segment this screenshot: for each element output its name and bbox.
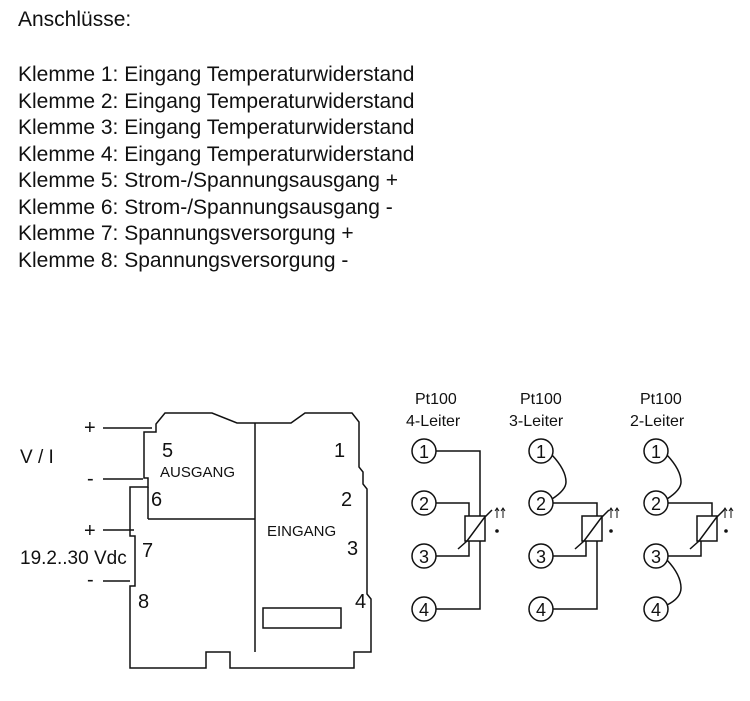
terminal-number-3: 3 <box>347 538 358 560</box>
output-section-label: AUSGANG <box>160 464 235 481</box>
sensor-wire <box>553 502 598 516</box>
rtd-resistor-symbol <box>464 515 486 542</box>
terminal-circle-label: 4 <box>651 600 661 620</box>
input-section-label: EINGANG <box>267 523 336 540</box>
terminal-number-6: 6 <box>151 489 162 511</box>
supply-minus-sign: - <box>87 569 94 591</box>
sensor-type-label: Pt100 <box>520 391 562 408</box>
rtd-resistor-symbol <box>581 515 603 542</box>
terminal-circle-4 <box>643 596 669 622</box>
terminal-description: Klemme 4: Eingang Temperaturwiderstand <box>18 142 415 166</box>
sensor-type-label: Pt100 <box>415 391 457 408</box>
sensor-4-wire: Pt100 4-Leiter 1 2 3 4 <box>406 391 506 622</box>
sensor-2-wire: Pt100 2-Leiter 1 2 3 4 <box>630 391 734 622</box>
sensor-wiring-label: 3-Leiter <box>509 413 564 430</box>
rtd-resistor-symbol <box>696 515 718 542</box>
rtd-diagonal <box>457 509 493 550</box>
supply-plus-sign: + <box>84 520 96 542</box>
terminal-description: Klemme 1: Eingang Temperaturwiderstand <box>18 63 415 86</box>
terminal-circle-label: 3 <box>419 547 429 567</box>
output-signal-label: V / I <box>20 447 54 468</box>
rtd-diagonal <box>574 509 610 550</box>
sensor-3-wire: Pt100 3-Leiter 1 2 3 4 <box>509 391 620 622</box>
device-housing <box>129 412 372 669</box>
sensor-wire <box>436 541 481 610</box>
sensor-wire <box>551 454 567 500</box>
terminal-circle-label: 4 <box>419 600 429 620</box>
housing-outline <box>129 412 372 669</box>
temperature-arrows-icon <box>608 507 620 518</box>
sensor-wire <box>668 502 713 516</box>
terminal-circle-label: 2 <box>651 494 661 514</box>
terminal-circle-label: 3 <box>536 547 546 567</box>
sensor-wire <box>553 541 587 557</box>
sensor-type-label: Pt100 <box>640 391 682 408</box>
terminal-number-8: 8 <box>138 591 149 613</box>
polarity-dot <box>724 529 728 533</box>
terminal-circle-label: 4 <box>536 600 546 620</box>
page-heading: Anschlüsse: <box>18 8 132 31</box>
housing-label-window <box>262 607 342 629</box>
terminal-circle-label: 1 <box>419 442 429 462</box>
terminal-description: Klemme 2: Eingang Temperaturwiderstand <box>18 89 415 113</box>
output-minus-sign: - <box>87 468 94 490</box>
sensor-wire <box>553 541 598 610</box>
polarity-dot <box>495 529 499 533</box>
sensor-wire <box>436 450 481 516</box>
supply-voltage-label: 19.2..30 Vdc <box>20 548 127 569</box>
polarity-dot <box>609 529 613 533</box>
temperature-arrows-icon <box>722 507 734 518</box>
terminal-description: Klemme 3: Eingang Temperaturwiderstand <box>18 116 415 139</box>
sensor-wire <box>668 541 702 557</box>
terminal-number-2: 2 <box>341 489 352 511</box>
external-wires <box>103 427 152 582</box>
sensor-wire <box>436 541 470 557</box>
terminal-circle-label: 3 <box>651 547 661 567</box>
terminal-list: Klemme 1: Eingang Temperaturwiderstand K… <box>18 62 415 274</box>
terminal-number-4: 4 <box>355 591 366 613</box>
terminal-description: Klemme 5: Strom-/Spannungsausgang + <box>18 169 398 192</box>
rtd-diagonal <box>689 509 725 550</box>
terminal-description: Klemme 6: Strom-/Spannungsausgang - <box>18 195 393 219</box>
terminal-description: Klemme 8: Spannungsversorgung - <box>18 248 349 272</box>
sensor-wiring-label: 2-Leiter <box>630 413 685 430</box>
terminal-circle-label: 1 <box>536 442 546 462</box>
sensor-wiring-label: 4-Leiter <box>406 413 461 430</box>
output-plus-sign: + <box>84 417 96 439</box>
terminal-circle-1 <box>643 438 669 464</box>
terminal-description: Klemme 7: Spannungsversorgung + <box>18 222 354 245</box>
terminal-number-5: 5 <box>162 440 173 462</box>
terminal-circle-label: 2 <box>536 494 546 514</box>
terminal-circle-label: 1 <box>651 442 661 462</box>
terminal-circle-1 <box>528 438 554 464</box>
terminal-number-7: 7 <box>142 540 153 562</box>
terminal-number-1: 1 <box>334 440 345 462</box>
sensor-wire <box>666 559 682 606</box>
temperature-arrows-icon <box>494 507 506 518</box>
sensor-wire <box>666 454 682 500</box>
terminal-circle-label: 2 <box>419 494 429 514</box>
sensor-wire <box>436 502 470 516</box>
